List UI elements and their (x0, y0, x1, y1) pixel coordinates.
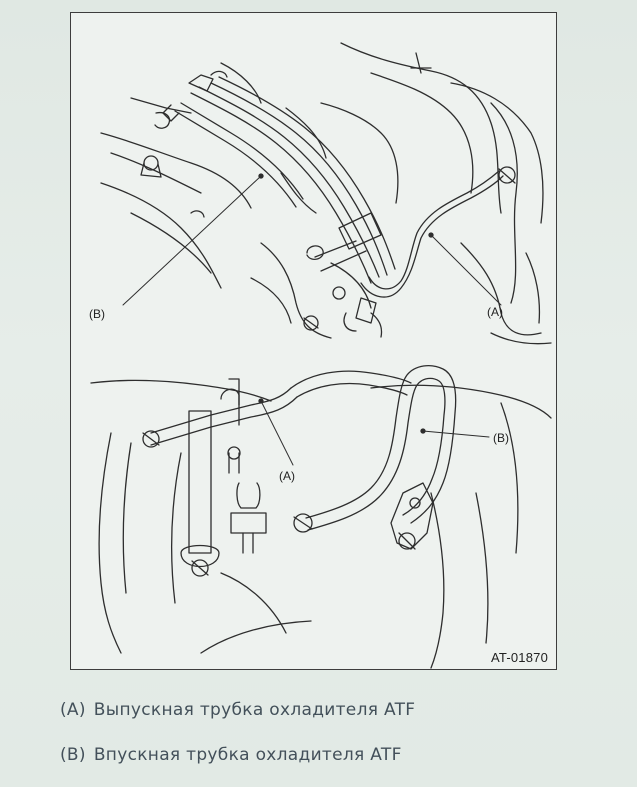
legend-text-b: Впускная трубка охладителя ATF (93, 745, 402, 765)
legend-key-a: (A) (60, 700, 86, 720)
top-callout-a: (A) (487, 305, 503, 319)
legend-item-a: (A) Выпускная трубка охладителя ATF (60, 700, 415, 720)
bottom-callout-a: (A) (279, 469, 295, 483)
bottom-view-drawing (90, 364, 552, 669)
legend-item-b: (B) Впускная трубка охладителя ATF (60, 745, 402, 765)
legend-key-b: (B) (60, 745, 86, 765)
figure-id: AT-01870 (490, 650, 548, 665)
legend-text-a: Выпускная трубка охладителя ATF (93, 700, 416, 720)
technical-illustration: (B) (A) (A) (B) AT-01870 (70, 12, 557, 670)
bottom-callout-b: (B) (493, 431, 509, 445)
engine-drawing (90, 42, 552, 669)
top-view-drawing (100, 42, 552, 345)
top-callout-b: (B) (89, 307, 105, 321)
